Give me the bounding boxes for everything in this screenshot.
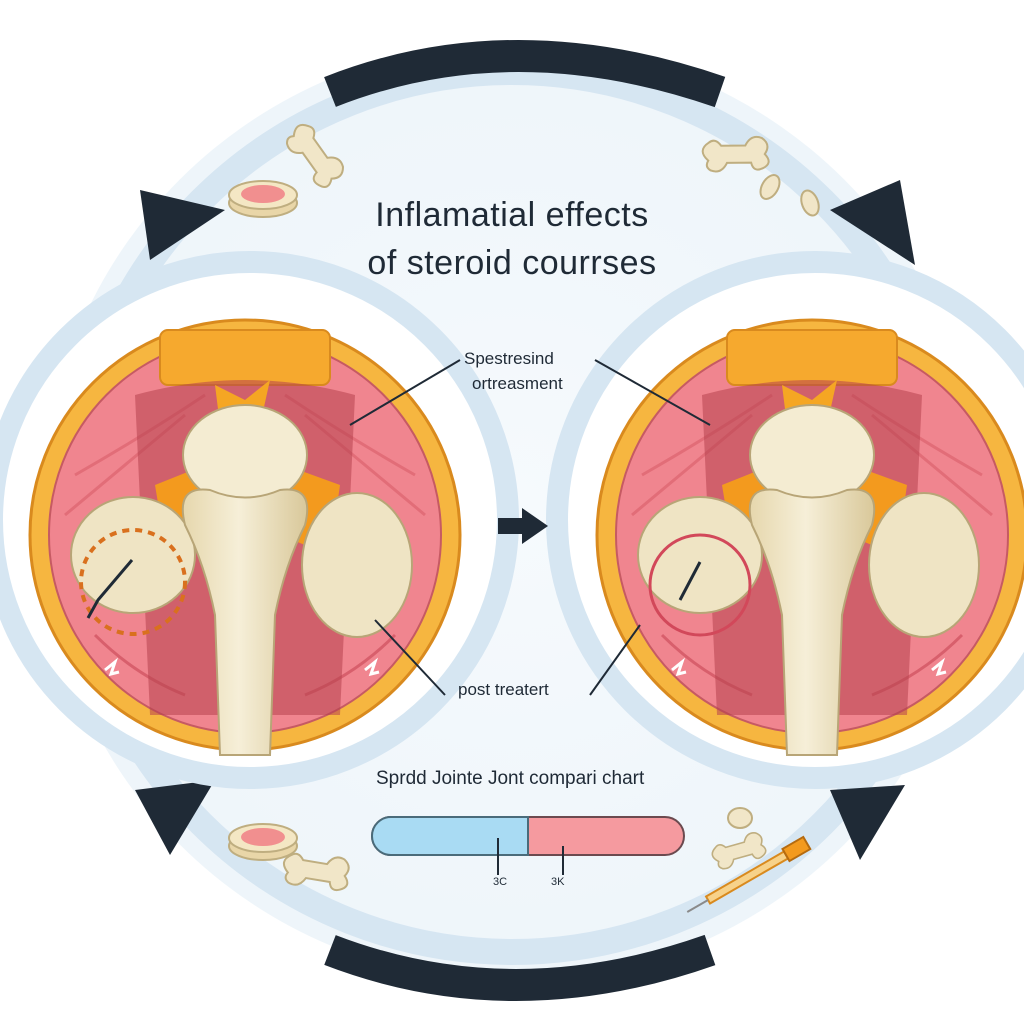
cycle-arrow-bottomleft-icon [135,780,215,855]
cycle-arrow-topright-icon [830,180,915,265]
cycle-arrow-topleft-icon [140,190,225,260]
comparison-chart-caption: Sprdd Jointe Jont compari chart [376,768,645,789]
post-treatment-joint [595,318,1024,757]
cycle-arrow-top-icon [324,40,726,108]
cycle-arrow-bottom-icon [324,934,716,1001]
leader-line-post [374,619,446,696]
pre-treatment-joint [28,318,462,757]
syringe-icon [686,835,812,913]
cycle-arrow-bottomright-icon [830,785,905,860]
comparison-chart [371,816,685,875]
comparison-bar-left [371,816,529,856]
comparison-tick-label-1: 3C [493,876,508,888]
pre-treatment-label-line-1: Spestresind [464,349,554,368]
inflammation-marker [79,528,187,636]
pre-treatment-label-line-2: ortreasment [472,374,563,393]
leader-line-post-right [589,624,641,696]
leader-line-pre-right [594,359,711,426]
right-arrow-icon [498,508,548,544]
diagram-title-line-2: of steroid courrses [367,244,657,282]
tissue-slice-icon [228,823,298,861]
bone-chip-icon [727,807,753,829]
post-treatment-label: post treatert [458,680,549,699]
leader-line-pre [349,359,461,426]
bone-chip-icon [759,174,781,200]
comparison-tick-label-2: 3K [551,876,565,888]
diagram-title-line-1: Inflamatial effects [375,196,649,234]
bone-chip-icon [800,189,820,217]
